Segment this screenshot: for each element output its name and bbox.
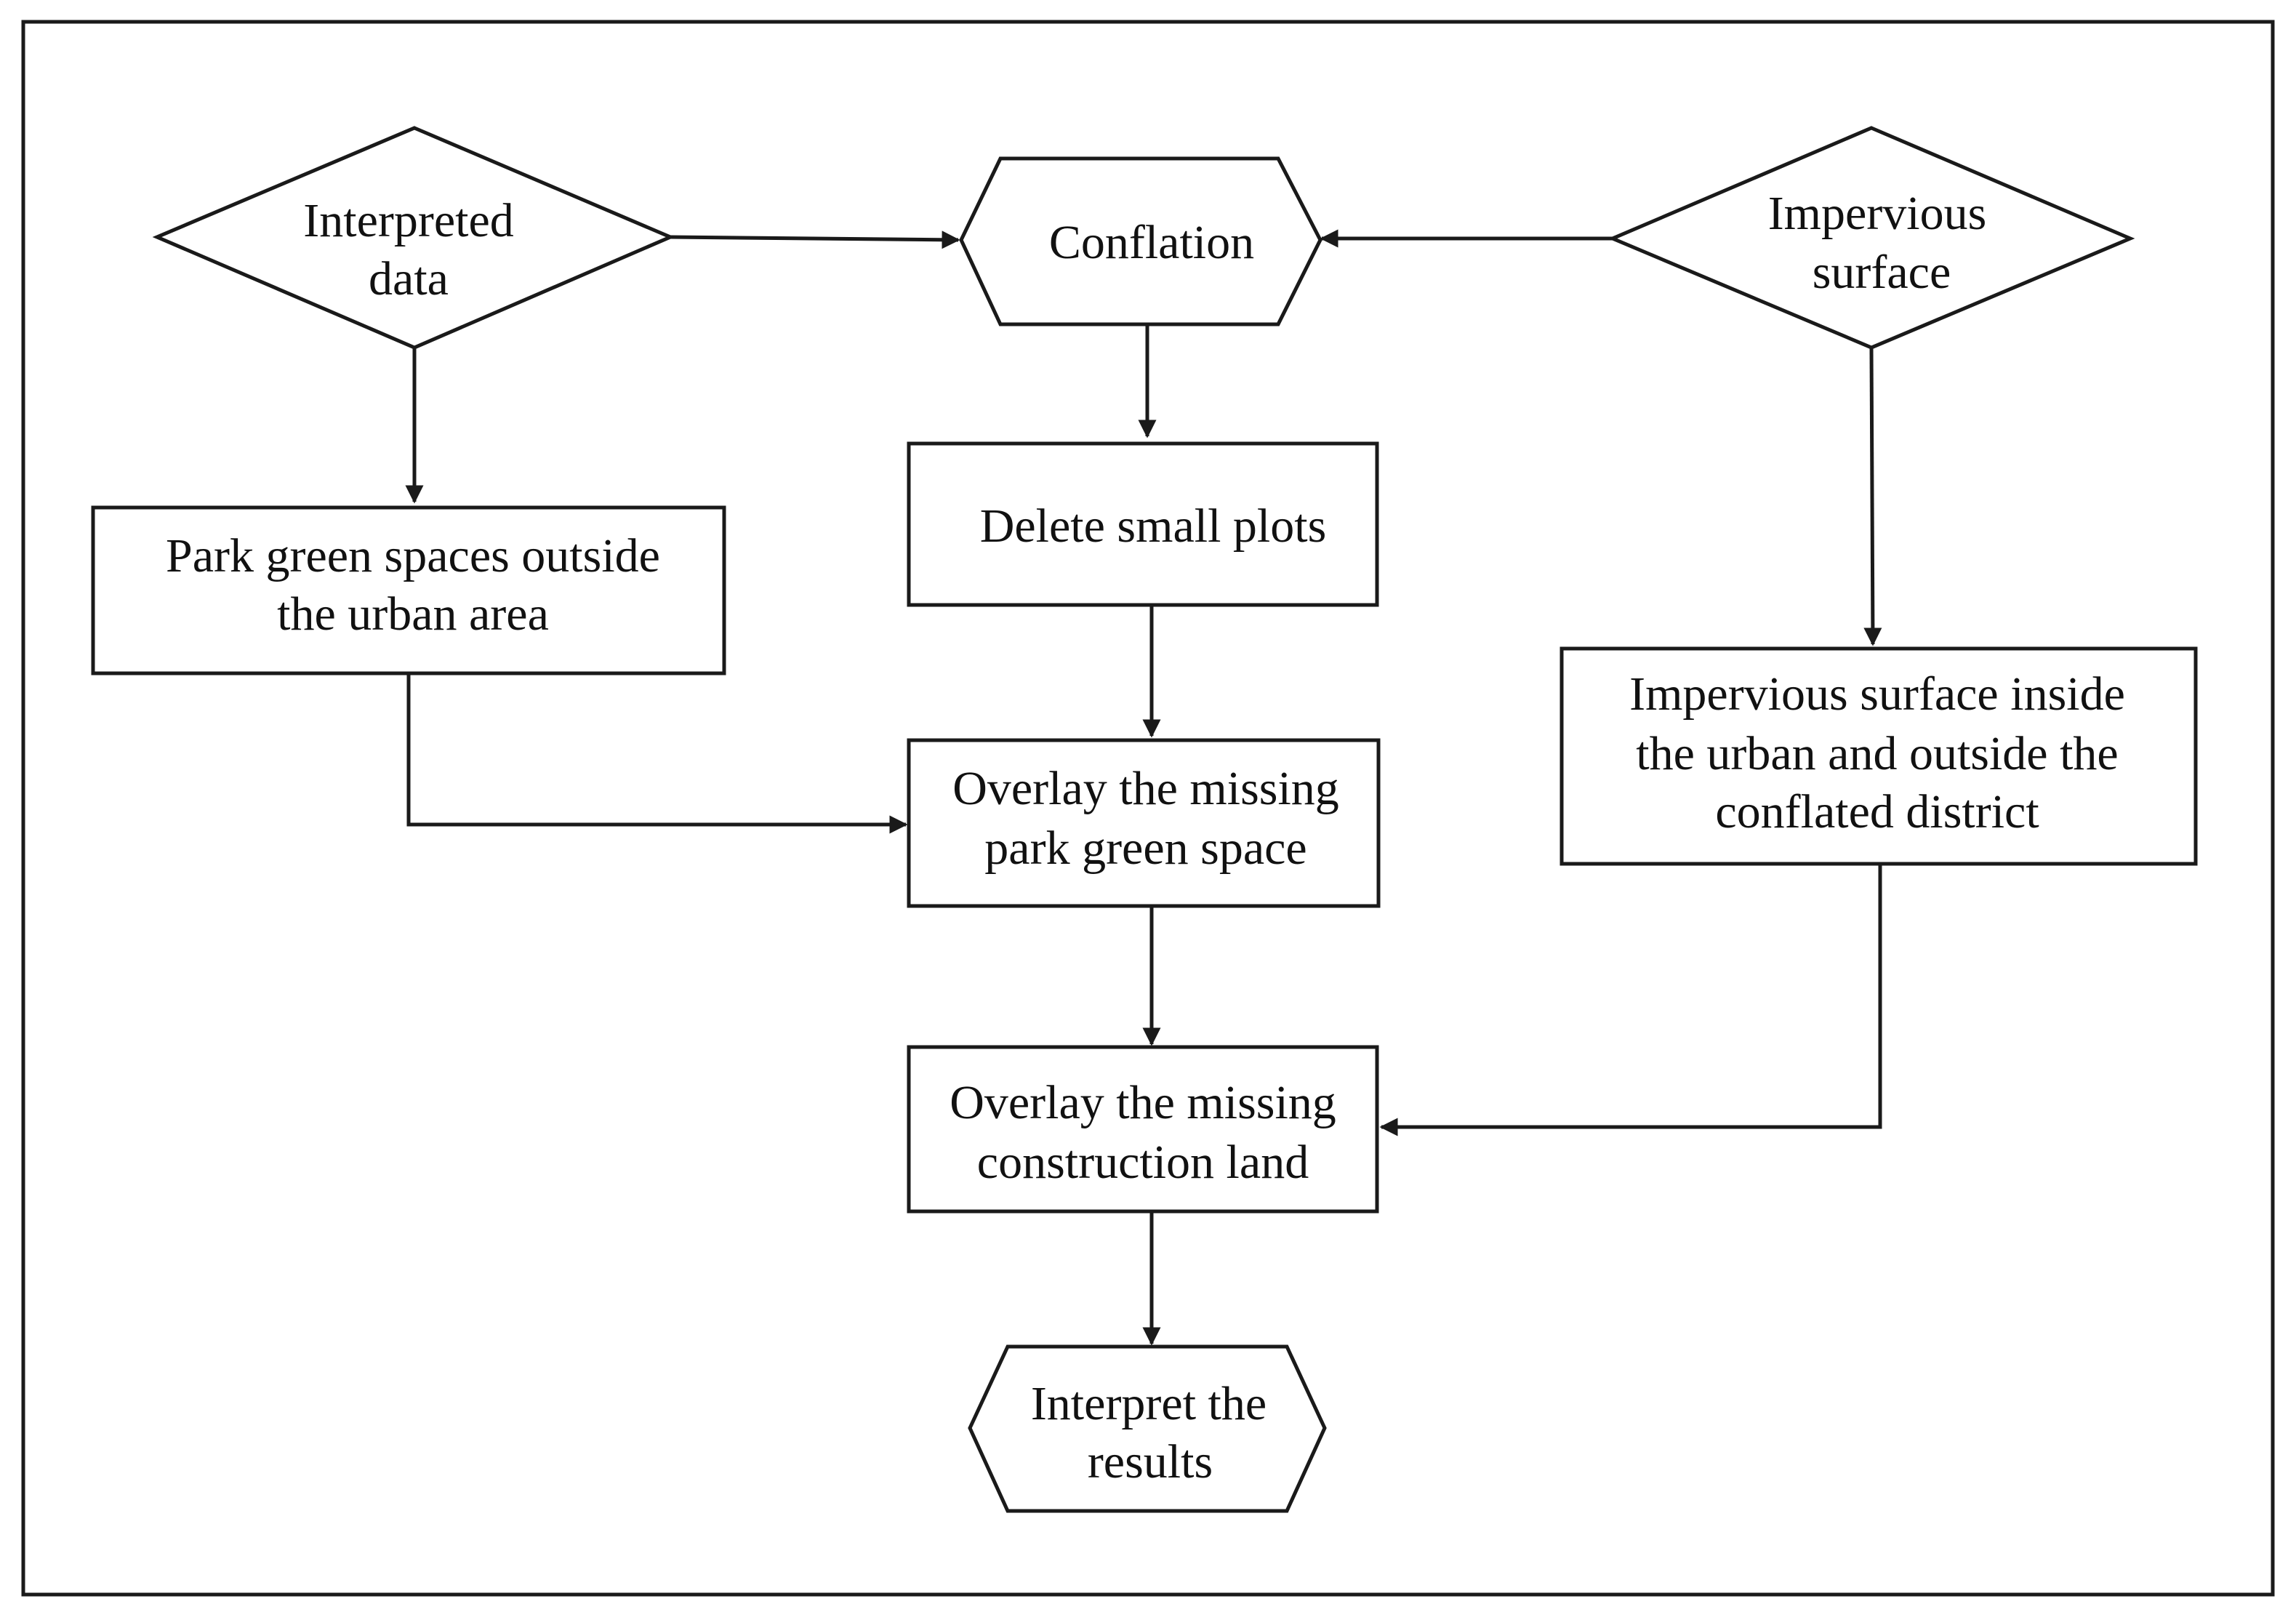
decision-diamond [152,126,675,350]
node-label: data [369,252,449,305]
node-label: Impervious [1768,187,1987,240]
node-overlay-construction: Overlay the missing construction land [907,1045,1379,1214]
process-box [907,1045,1379,1214]
node-label: park green space [984,822,1306,875]
node-conflation: Conflation [959,156,1322,326]
decision-diamond [1607,126,2135,350]
node-label: results [1088,1435,1213,1488]
node-park-green-spaces: Park green spaces outside the urban area [91,505,726,675]
node-overlay-park: Overlay the missing park green space [907,738,1381,908]
process-box [1560,646,2198,866]
diagram-frame [21,20,2275,1597]
node-label: Interpreted [303,194,514,247]
node-label: conflated district [1715,785,2039,838]
edge-interpreted-to-conflation [670,230,960,249]
edge-inside-to-construction [1379,864,1882,1136]
node-interpreted-data: Interpreted data [152,126,675,350]
process-box [907,441,1379,607]
node-impervious-surface: Impervious surface [1607,126,2135,350]
node-delete-small-plots: Delete small plots [907,441,1379,607]
edge-park-to-overlay-park [406,673,908,834]
node-label: Park green spaces outside [166,529,660,582]
terminal-hexagon [968,1344,1327,1513]
node-label: the urban and outside the [1636,727,2118,780]
node-label: Overlay the missing [952,762,1339,815]
edge-impervious-to-inside [1863,347,1882,646]
node-interpret-results: Interpret the results [968,1344,1327,1513]
node-label: Delete small plots [980,500,1327,553]
node-impervious-inside: Impervious surface inside the urban and … [1560,646,2198,866]
node-label: Conflation [1049,216,1254,269]
node-label: Interpret the [1031,1377,1267,1430]
process-hexagon [959,156,1322,326]
node-label: the urban area [277,588,549,641]
node-label: surface [1813,246,1951,299]
process-box [907,738,1381,908]
process-box [91,505,726,675]
node-label: Overlay the missing [950,1076,1336,1129]
node-label: construction land [977,1136,1309,1189]
node-label: Impervious surface inside [1629,667,2125,721]
